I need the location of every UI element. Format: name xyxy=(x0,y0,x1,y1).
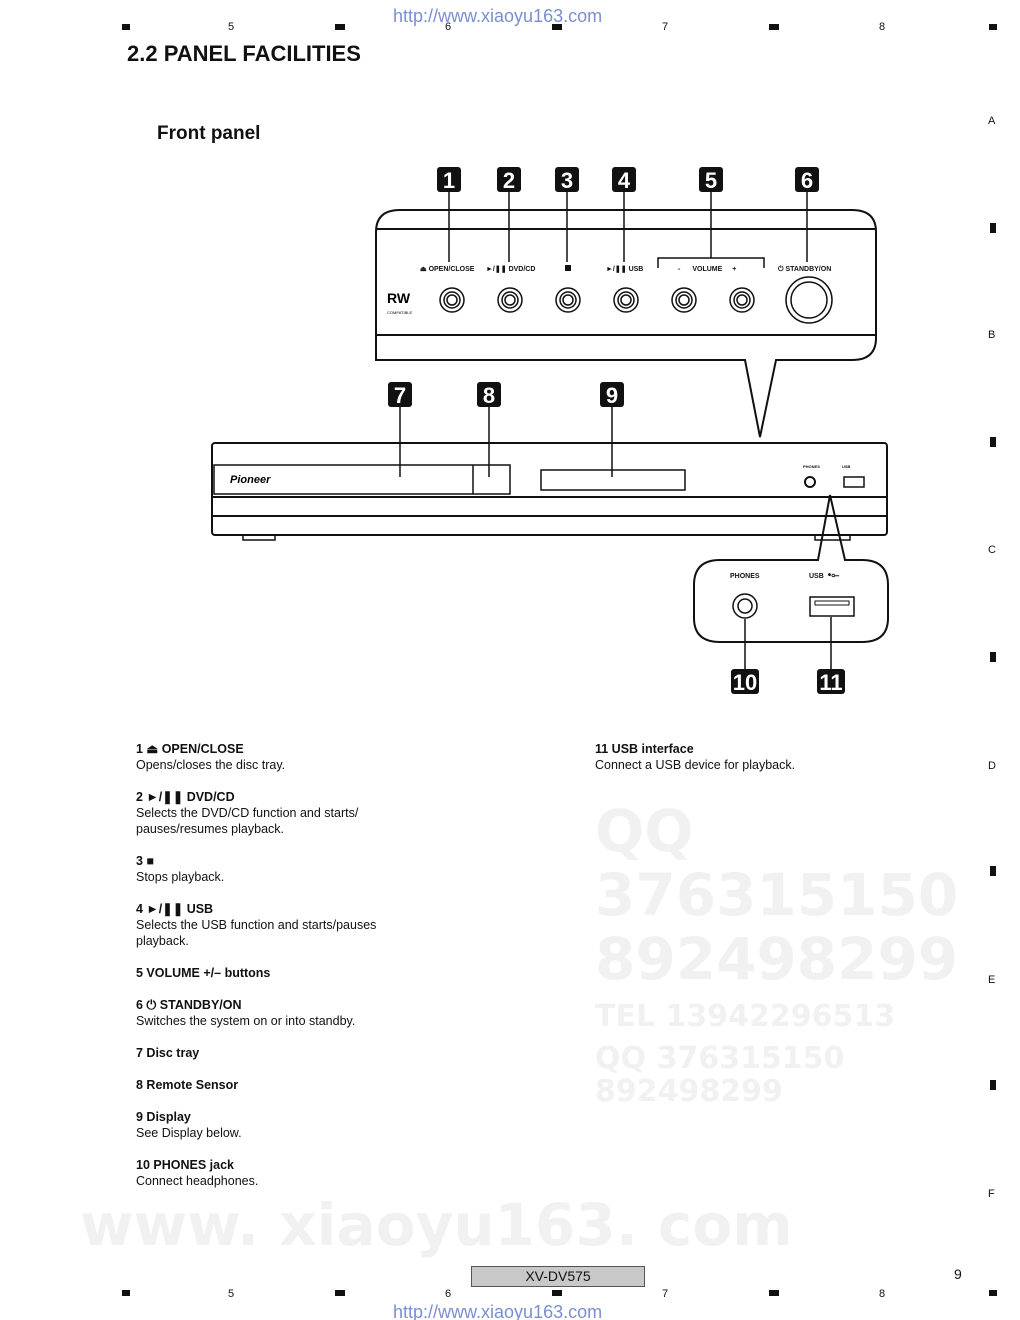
list-item: 8 Remote Sensor xyxy=(136,1078,239,1092)
page-number: 9 xyxy=(954,1266,962,1282)
label-open-close: ⏏ OPEN/CLOSE xyxy=(420,266,475,273)
list-item: 3 ■Stops playback. xyxy=(136,854,225,884)
label-usb-small: USB xyxy=(842,464,851,469)
callout-4: 4 xyxy=(612,167,636,193)
column-number: 8 xyxy=(879,1288,886,1300)
model-number: XV-DV575 xyxy=(471,1266,645,1287)
column-number: 6 xyxy=(445,1288,452,1300)
row-letter: F xyxy=(988,1188,995,1200)
registration-mark xyxy=(990,437,996,447)
column-number: 6 xyxy=(445,21,452,33)
row-letter: B xyxy=(988,329,996,341)
svg-text:3: 3 xyxy=(561,168,573,193)
column-number: 8 xyxy=(879,21,886,33)
footer-url[interactable]: http://www.xiaoyu163.com xyxy=(393,1302,603,1320)
rw-compatible: COMPATIBLE xyxy=(387,310,413,315)
column-number: 7 xyxy=(662,1288,669,1300)
registration-mark xyxy=(769,24,779,30)
section-title: 2.2 PANEL FACILITIES xyxy=(127,41,361,66)
registration-mark xyxy=(335,1290,345,1296)
callout-2: 2 xyxy=(497,167,521,193)
column-number: 5 xyxy=(228,1288,235,1300)
pioneer-logo: Pioneer xyxy=(230,474,271,486)
rw-logo: RW xyxy=(387,290,411,306)
watermark: www. xiaoyu163. com xyxy=(80,1191,793,1259)
registration-mark xyxy=(552,1290,562,1296)
svg-text:2: 2 xyxy=(503,168,515,193)
svg-text:7: 7 xyxy=(394,383,406,408)
registration-mark xyxy=(122,1290,130,1296)
usb-port xyxy=(809,596,855,617)
column-number: 5 xyxy=(228,21,235,33)
label-usb-port: USB•⟜ xyxy=(809,570,839,581)
callout-5: 5 xyxy=(699,167,723,193)
play-pause-icon: ►/❚❚ xyxy=(606,265,629,273)
label-standby: ⏻ STANDBY/ON xyxy=(778,265,831,273)
front-panel-diagram: 1 2 3 4 5 6 7 8 9 10 11 ⏏ OPEN/CLOSE ►/❚… xyxy=(211,167,889,695)
svg-text:4: 4 xyxy=(618,168,631,193)
disc-tray xyxy=(213,464,511,495)
subsection-title: Front panel xyxy=(157,123,261,144)
header-url[interactable]: http://www.xiaoyu163.com xyxy=(393,6,603,26)
callout-1: 1 xyxy=(437,167,461,193)
registration-mark xyxy=(990,1080,996,1090)
label-dvd-cd: ►/❚❚ DVD/CD xyxy=(486,265,535,273)
svg-text:1: 1 xyxy=(443,168,455,193)
list-item: 5 VOLUME +/– buttons xyxy=(136,966,271,980)
power-icon: ⏻ xyxy=(778,265,785,273)
registration-mark xyxy=(122,24,130,30)
callout-9: 9 xyxy=(600,382,624,408)
svg-text:10: 10 xyxy=(733,670,757,695)
callout-11: 11 xyxy=(817,669,845,695)
eject-icon: ⏏ xyxy=(420,266,429,273)
watermark: QQ 376315150 892498299 xyxy=(595,797,959,993)
row-letter: C xyxy=(988,544,996,556)
registration-mark xyxy=(335,24,345,30)
row-letter: E xyxy=(988,974,996,986)
callout-10: 10 xyxy=(731,669,759,695)
callout-7: 7 xyxy=(388,382,412,408)
watermark: QQ 376315150 892498299 xyxy=(595,1041,845,1109)
row-letter: A xyxy=(988,115,996,127)
label-volume: -VOLUME+ xyxy=(678,266,736,273)
registration-mark xyxy=(990,652,996,662)
row-letter: D xyxy=(988,760,996,772)
label-phones-small: PHONES xyxy=(803,464,820,469)
stop-icon xyxy=(565,265,571,271)
label-phones: PHONES xyxy=(730,573,760,580)
registration-mark xyxy=(990,223,996,233)
phones-jack xyxy=(732,593,758,619)
player-body xyxy=(211,442,888,536)
list-item: 7 Disc tray xyxy=(136,1046,200,1060)
callout-8: 8 xyxy=(477,382,501,408)
watermark: TEL 13942296513 xyxy=(595,999,896,1034)
play-pause-icon: ►/❚❚ xyxy=(486,265,509,273)
display-window xyxy=(540,469,686,491)
svg-text:9: 9 xyxy=(606,383,618,408)
registration-mark xyxy=(769,1290,779,1296)
column-number: 7 xyxy=(662,21,669,33)
panel-callout-outline xyxy=(375,209,877,438)
registration-mark xyxy=(552,24,562,30)
callout-6: 6 xyxy=(795,167,819,193)
registration-mark xyxy=(989,24,997,30)
registration-mark xyxy=(989,1290,997,1296)
registration-mark xyxy=(990,866,996,876)
usb-icon: •⟜ xyxy=(828,570,840,581)
callout-3: 3 xyxy=(555,167,579,193)
label-usb: ►/❚❚ USB xyxy=(606,265,643,273)
svg-text:8: 8 xyxy=(483,383,495,408)
svg-text:6: 6 xyxy=(801,168,813,193)
svg-text:5: 5 xyxy=(705,168,717,193)
svg-text:11: 11 xyxy=(819,670,842,695)
